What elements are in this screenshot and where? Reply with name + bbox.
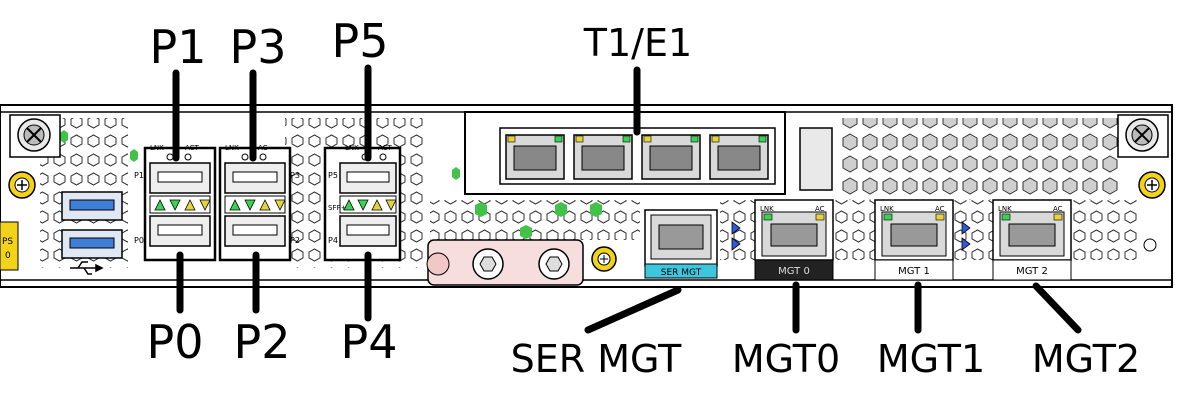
power-supply-tab: PS 0 [0, 221, 19, 271]
indicator-dot [1143, 238, 1157, 252]
svg-text:SFP+: SFP+ [328, 204, 347, 212]
callout-p4: P4 [340, 315, 397, 369]
svg-text:P0: P0 [134, 236, 144, 245]
svg-text:LNK: LNK [760, 205, 774, 213]
screw-right-icon [1117, 114, 1169, 158]
leader-mgt2 [1032, 282, 1082, 334]
sfp-cage-p0-p1: LNK ACT P1 P0 [134, 144, 217, 262]
svg-text:AC: AC [935, 205, 945, 213]
sfp-cage-p2-p3: LNK AC P3 P2 [218, 144, 300, 262]
svg-text:LNK: LNK [880, 205, 894, 213]
green-vent-holes [60, 130, 602, 239]
svg-text:AC: AC [258, 144, 268, 152]
leader-ser-mgt [584, 286, 682, 334]
svg-text:SER MGT: SER MGT [661, 268, 702, 278]
t1e1-port-3 [641, 134, 701, 180]
ground-screw-right-icon [1138, 171, 1166, 199]
svg-text:ACT: ACT [378, 144, 393, 152]
latch-tab [799, 127, 833, 191]
callout-p5: P5 [331, 14, 388, 68]
mgt0-port: LNK AC MGT 0 [754, 199, 834, 281]
svg-text:MGT 2: MGT 2 [1016, 266, 1048, 277]
thumbscrew-2-icon [538, 248, 570, 280]
svg-text:AC: AC [1053, 205, 1063, 213]
vent-right [840, 118, 1120, 210]
callout-p0: P0 [146, 315, 203, 369]
svg-text:P4: P4 [328, 236, 338, 245]
svg-text:ACT: ACT [185, 144, 200, 152]
leader-lines [172, 64, 1082, 334]
ser-mgt-port: SER MGT [644, 209, 718, 279]
ground-screw-left-icon [8, 171, 36, 199]
callout-p1: P1 [149, 20, 206, 74]
thumbscrew-1-icon [472, 248, 504, 280]
usb-ports [61, 191, 123, 275]
svg-text:MGT 1: MGT 1 [898, 266, 930, 277]
svg-text:LNK: LNK [998, 205, 1012, 213]
t1e1-port-4 [709, 134, 769, 180]
callout-t1e1: T1/E1 [583, 21, 692, 65]
vent-middle [430, 200, 640, 240]
callout-p3: P3 [229, 20, 286, 74]
bracket [426, 239, 584, 286]
svg-text:P1: P1 [134, 171, 144, 180]
svg-text:P5: P5 [328, 171, 338, 180]
callout-mgt2: MGT2 [1032, 337, 1140, 381]
svg-text:0: 0 [5, 251, 11, 261]
svg-text:LNK: LNK [345, 144, 359, 152]
sfp-cage-p4-p5: LNK ACT P5 P4 SFP+ [323, 144, 402, 262]
svg-text:LNK: LNK [150, 144, 164, 152]
svg-text:MGT 0: MGT 0 [778, 266, 810, 277]
t1e1-port-1 [505, 134, 565, 180]
callout-mgt0: MGT0 [732, 337, 840, 381]
svg-text:LNK: LNK [225, 144, 239, 152]
callout-p2: P2 [233, 315, 290, 369]
t1e1-port-2 [573, 134, 633, 180]
callout-mgt1: MGT1 [877, 337, 985, 381]
callout-ser-mgt: SER MGT [511, 337, 682, 381]
usb-icon [70, 261, 104, 275]
svg-text:P3: P3 [290, 171, 300, 180]
mgt2-port: LNK AC MGT 2 [992, 199, 1072, 281]
svg-text:PS: PS [2, 237, 13, 247]
blue-markers [731, 221, 971, 251]
svg-text:P2: P2 [290, 236, 300, 245]
svg-text:AC: AC [815, 205, 825, 213]
t1e1-module [464, 111, 786, 195]
mgt1-port: LNK AC MGT 1 [874, 199, 954, 281]
ground-screw-center-icon [591, 246, 617, 272]
screw-left-icon [9, 114, 61, 158]
